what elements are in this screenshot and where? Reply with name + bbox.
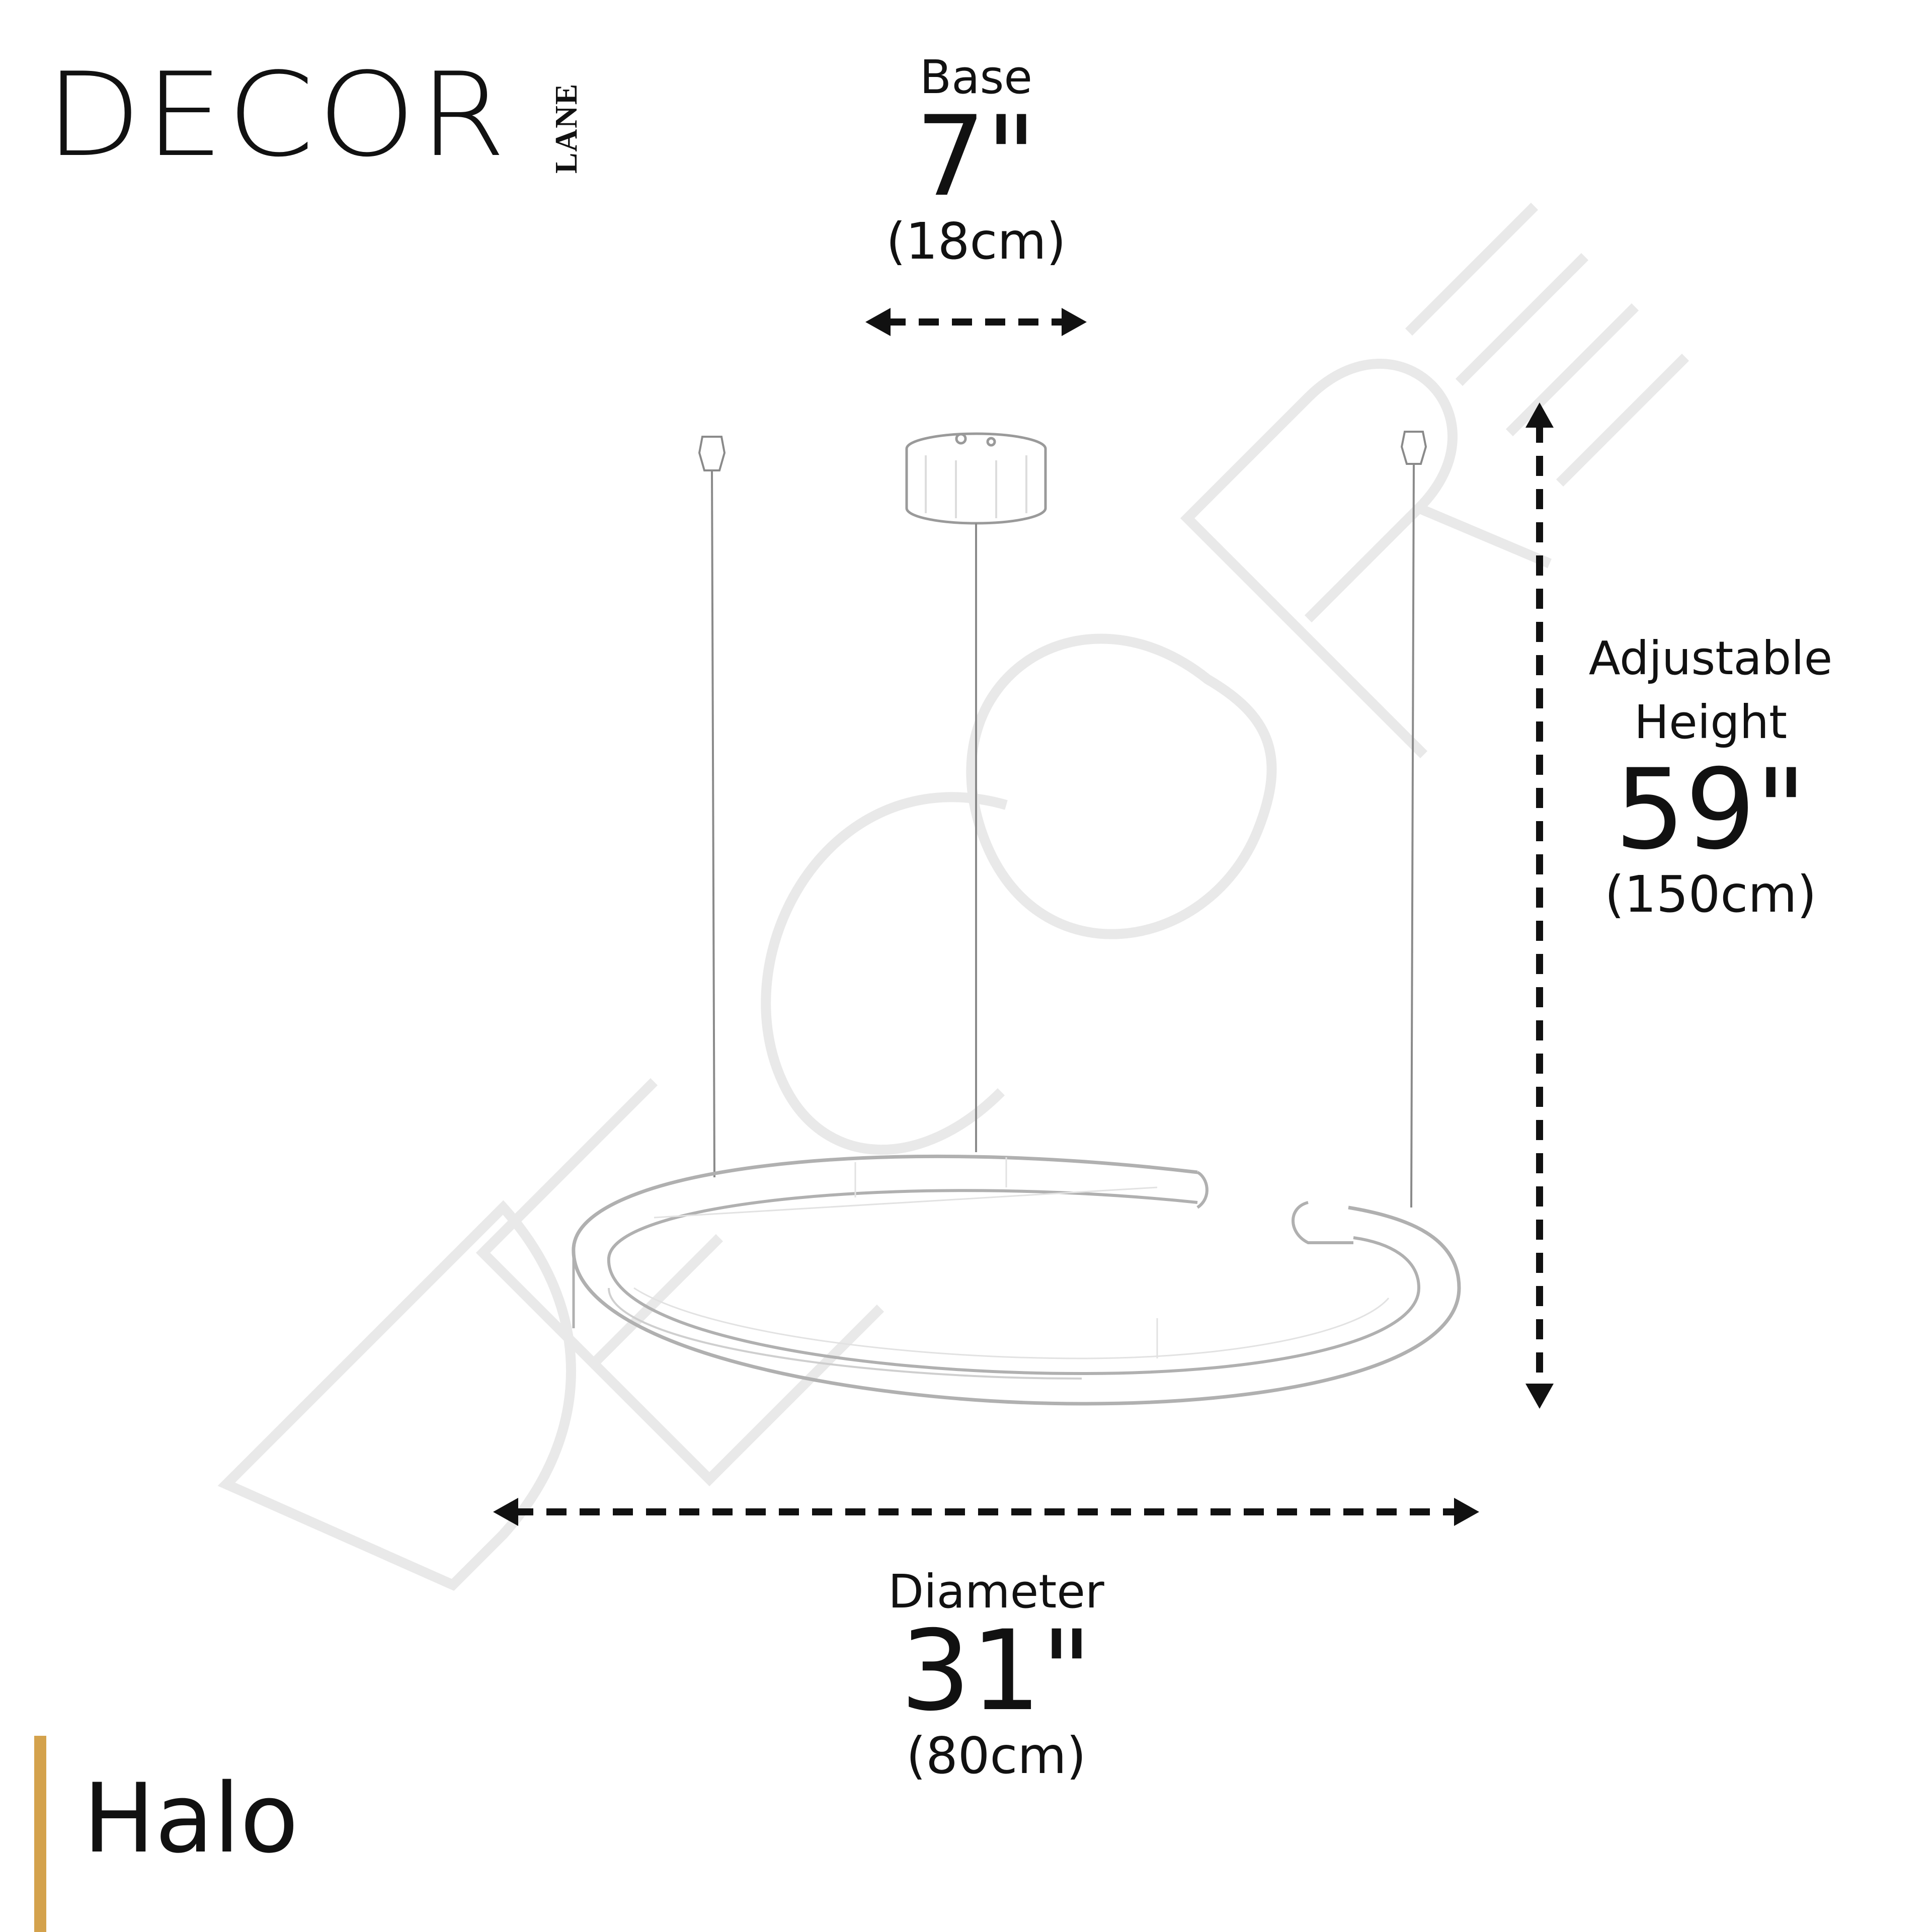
height-metric: (150cm) (1604, 865, 1817, 924)
height-label-line1: Adjustable (1588, 631, 1833, 685)
suspension-wires (698, 431, 1427, 1208)
logo-subword: LANE (549, 83, 584, 174)
watermark (217, 202, 1689, 1591)
base-dimension: Base 7" (18cm) (825, 50, 1127, 271)
height-arrow (1525, 403, 1554, 1409)
base-imperial: 7" (915, 92, 1037, 221)
product-name: Halo (83, 1763, 299, 1874)
height-dimension: Adjustable Height 59" (150cm) (1555, 631, 1867, 924)
base-metric: (18cm) (886, 212, 1066, 271)
brand-logo: DECOR LANE (45, 48, 584, 183)
base-canopy (905, 432, 1047, 525)
height-label-line2: Height (1634, 695, 1788, 749)
height-imperial: 59" (1615, 745, 1807, 874)
diameter-metric: (80cm) (906, 1726, 1086, 1785)
accent-bar (34, 1736, 46, 1932)
diameter-imperial: 31" (900, 1606, 1092, 1735)
halo-ring (572, 1154, 1461, 1406)
diameter-dimension: Diameter 31" (80cm) (835, 1565, 1157, 1785)
logo-wordmark: DECOR (45, 48, 510, 183)
diameter-label: Diameter (888, 1565, 1104, 1619)
ring-shading (633, 1157, 1390, 1359)
base-label: Base (919, 50, 1033, 104)
base-width-arrow (865, 308, 1087, 336)
diameter-arrow (493, 1498, 1479, 1526)
